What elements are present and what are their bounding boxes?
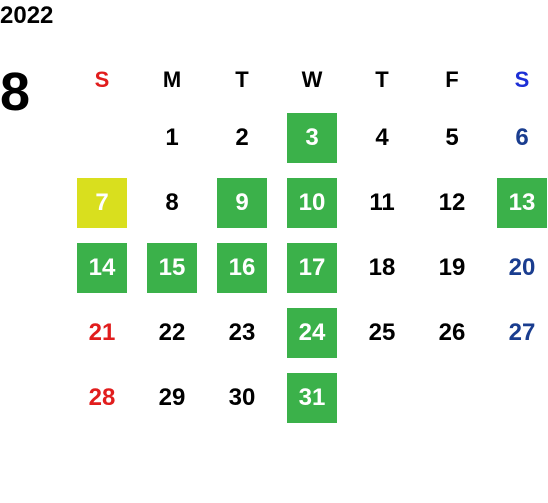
day-number: 16	[217, 242, 267, 293]
day-number: 18	[368, 253, 396, 281]
day-number: 7	[77, 177, 127, 228]
calendar-empty-cell	[67, 105, 137, 170]
calendar-day[interactable]: 2	[207, 105, 277, 170]
day-number: 6	[515, 123, 529, 151]
calendar-day[interactable]: 15	[137, 235, 207, 300]
calendar-day[interactable]: 10	[277, 170, 347, 235]
calendar-day[interactable]: 6	[487, 105, 548, 170]
day-number: 30	[228, 383, 256, 411]
day-number: 9	[217, 177, 267, 228]
calendar-day[interactable]: 7	[67, 170, 137, 235]
calendar-day[interactable]: 12	[417, 170, 487, 235]
calendar-year: 2022	[0, 2, 54, 29]
calendar-day[interactable]: 9	[207, 170, 277, 235]
day-number: 11	[369, 188, 395, 216]
calendar-day[interactable]: 17	[277, 235, 347, 300]
day-number: 13	[497, 177, 547, 228]
day-number: 27	[508, 318, 536, 346]
calendar-day[interactable]: 8	[137, 170, 207, 235]
calendar-day[interactable]: 24	[277, 300, 347, 365]
calendar-day[interactable]: 14	[67, 235, 137, 300]
calendar-day[interactable]: 27	[487, 300, 548, 365]
calendar-day[interactable]: 21	[67, 300, 137, 365]
weekday-header: S	[94, 67, 110, 92]
calendar-day[interactable]: 28	[67, 365, 137, 430]
calendar-empty-cell	[417, 365, 487, 430]
calendar-day[interactable]: 19	[417, 235, 487, 300]
day-number: 25	[368, 318, 396, 346]
day-number: 17	[287, 242, 337, 293]
day-number: 20	[508, 253, 536, 281]
calendar-day[interactable]: 20	[487, 235, 548, 300]
weekday-header: F	[445, 67, 459, 92]
day-number: 29	[158, 383, 186, 411]
weekday-header: T	[235, 67, 249, 92]
calendar-day[interactable]: 3	[277, 105, 347, 170]
day-number: 5	[445, 123, 459, 151]
calendar-day[interactable]: 13	[487, 170, 548, 235]
calendar-day[interactable]: 30	[207, 365, 277, 430]
calendar-day[interactable]: 1	[137, 105, 207, 170]
calendar-day[interactable]: 23	[207, 300, 277, 365]
day-number: 31	[287, 372, 337, 423]
day-number: 28	[88, 383, 116, 411]
calendar-day[interactable]: 5	[417, 105, 487, 170]
weekday-header: T	[375, 67, 389, 92]
day-number: 24	[287, 307, 337, 358]
calendar-month: 8	[0, 62, 31, 122]
calendar-day[interactable]: 22	[137, 300, 207, 365]
day-number	[427, 373, 477, 423]
calendar-day[interactable]: 26	[417, 300, 487, 365]
day-number	[357, 373, 407, 423]
calendar-day[interactable]: 31	[277, 365, 347, 430]
day-number: 23	[228, 318, 256, 346]
calendar-empty-cell	[347, 365, 417, 430]
day-number: 8	[165, 188, 179, 216]
calendar-day[interactable]: 11	[347, 170, 417, 235]
calendar-empty-cell	[487, 365, 548, 430]
day-number: 4	[375, 123, 389, 151]
calendar-day[interactable]: 25	[347, 300, 417, 365]
day-number: 14	[77, 242, 127, 293]
day-number: 10	[287, 177, 337, 228]
calendar-day[interactable]: 4	[347, 105, 417, 170]
weekday-header: S	[514, 67, 530, 92]
weekday-header: W	[301, 67, 323, 92]
day-number: 2	[235, 123, 249, 151]
day-number	[77, 113, 127, 163]
day-number: 19	[438, 253, 466, 281]
day-number: 22	[158, 318, 186, 346]
day-number: 12	[438, 188, 466, 216]
day-number: 1	[165, 123, 179, 151]
day-number: 21	[88, 318, 116, 346]
calendar-day[interactable]: 18	[347, 235, 417, 300]
calendar-day[interactable]: 29	[137, 365, 207, 430]
day-number	[497, 373, 547, 423]
day-number: 26	[438, 318, 466, 346]
day-number: 15	[147, 242, 197, 293]
calendar-day[interactable]: 16	[207, 235, 277, 300]
day-number: 3	[287, 112, 337, 163]
weekday-header: M	[162, 67, 182, 92]
